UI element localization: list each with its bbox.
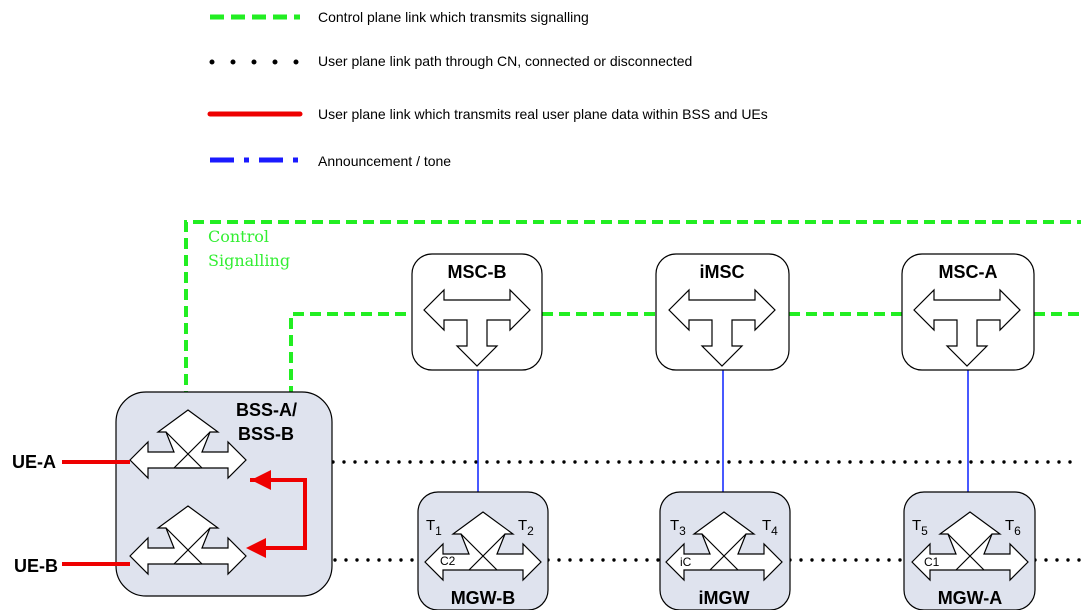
imsc-label: iMSC bbox=[700, 262, 745, 282]
mgw-b-context: C2 bbox=[440, 554, 456, 568]
mgw-a-label: MGW-A bbox=[938, 588, 1003, 608]
imgw-t-right: T4 bbox=[762, 517, 778, 538]
user-plane-paths bbox=[256, 460, 1081, 562]
bss-switch-upper-icon bbox=[129, 409, 247, 479]
legend-control-text: Control plane link which transmits signa… bbox=[318, 9, 589, 25]
mgw-b-t-right: T2 bbox=[518, 517, 534, 538]
mgw-a-node[interactable]: T5 T6 C1 MGW-A bbox=[903, 491, 1036, 610]
imgw-t-left: T3 bbox=[670, 517, 686, 538]
imgw-context: iC bbox=[680, 555, 692, 569]
imgw-node[interactable]: T3 T4 iC iMGW bbox=[659, 491, 791, 610]
mgw-b-switch-icon bbox=[424, 511, 542, 581]
msc-b-label: MSC-B bbox=[448, 262, 507, 282]
mgw-b-t-left: T1 bbox=[426, 517, 442, 538]
bss-switch-lower-icon bbox=[129, 505, 247, 575]
msc-b-node[interactable]: MSC-B bbox=[411, 253, 543, 371]
legend-announcement-text: Announcement / tone bbox=[318, 153, 451, 169]
legend-user-dotted-text: User plane link path through CN, connect… bbox=[318, 53, 692, 69]
mgw-a-switch-icon bbox=[911, 511, 1029, 581]
control-signalling-label-2: Signalling bbox=[208, 251, 290, 270]
msc-a-node[interactable]: MSC-A bbox=[901, 253, 1035, 371]
bss-label-2: BSS-B bbox=[238, 424, 294, 444]
mgw-b-node[interactable]: T1 T2 C2 MGW-B bbox=[417, 491, 549, 610]
mgw-a-t-right: T6 bbox=[1005, 517, 1021, 538]
mgw-a-context: C1 bbox=[924, 555, 940, 569]
legend: Control plane link which transmits signa… bbox=[207, 9, 768, 169]
imsc-node[interactable]: iMSC bbox=[655, 253, 790, 371]
control-signalling-label-1: Control bbox=[208, 227, 269, 246]
imgw-switch-icon bbox=[665, 511, 783, 581]
mgw-a-t-left: T5 bbox=[912, 517, 928, 538]
mgw-b-label: MGW-B bbox=[451, 588, 516, 608]
imgw-label: iMGW bbox=[699, 588, 750, 608]
control-link-upper bbox=[184, 220, 1081, 402]
ue-a-label: UE-A bbox=[12, 452, 56, 472]
ue-b-label: UE-B bbox=[14, 556, 58, 576]
bss-node[interactable]: BSS-A/ BSS-B bbox=[115, 391, 333, 597]
bss-label-1: BSS-A/ bbox=[236, 400, 297, 420]
legend-user-red-text: User plane link which transmits real use… bbox=[318, 106, 768, 122]
red-user-plane-links bbox=[62, 460, 307, 566]
msc-a-label: MSC-A bbox=[939, 262, 998, 282]
